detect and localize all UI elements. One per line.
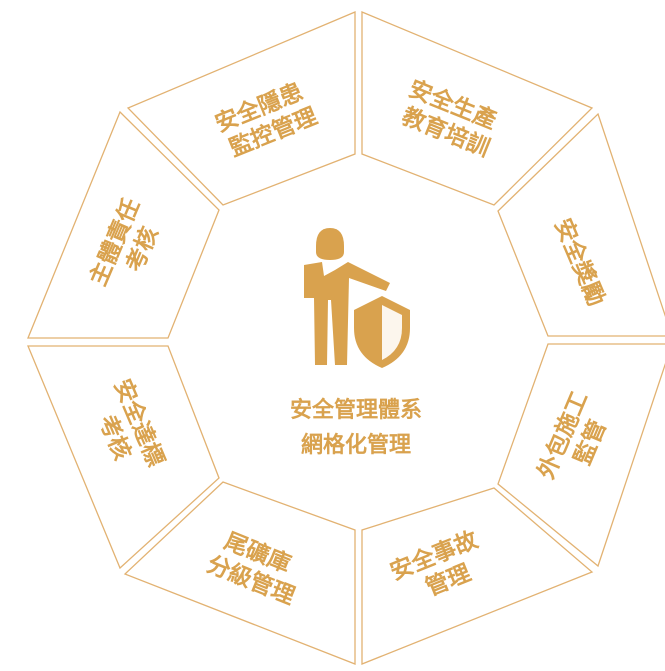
segment-right-lower-label: 外包施工 監管 [532, 380, 622, 494]
segment-left-upper-border [27, 110, 220, 339]
segment-bottom-right-border [361, 487, 594, 665]
segment-top-left-label: 安全隱患 監控管理 [211, 75, 324, 163]
segment-left-lower-border [27, 345, 220, 570]
center-title-line2: 網格化管理 [301, 432, 411, 458]
center-title-line1: 安全管理體系 [290, 397, 422, 423]
segment-bottom-left-border [123, 481, 356, 665]
segment-bottom-right-label: 安全事故 管理 [386, 523, 499, 611]
segment-right-lower-border [497, 343, 665, 568]
segment-right-upper-label: 安全獎勵 [549, 215, 610, 310]
segment-bottom-left-label: 尾礦庫 分級管理 [203, 525, 309, 610]
segment-top-right-label: 安全生產 教育培訓 [394, 75, 507, 163]
segment-left-lower-label: 安全達標 考核 [83, 375, 173, 489]
segment-borders [27, 11, 665, 665]
segment-top-right-border [361, 11, 594, 206]
manager-shield-icon [304, 228, 410, 368]
segment-top-left-border [126, 11, 356, 206]
segment-right-upper-border [497, 112, 665, 337]
segment-left-upper-label: 主體責任 考核 [84, 187, 174, 301]
